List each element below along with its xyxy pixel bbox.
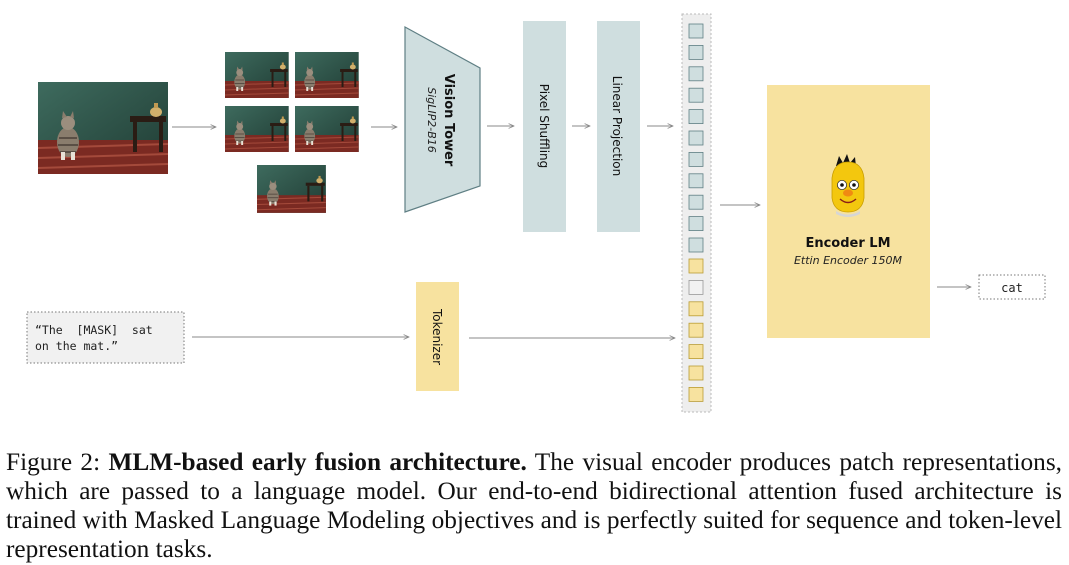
text-input-line-1: “The [MASK] sat — [35, 323, 153, 337]
vision-tower: Vision Tower SigLIP2-B16 — [404, 25, 481, 213]
text-token — [688, 386, 704, 402]
output-token-box: cat — [978, 274, 1046, 300]
text-input-box: “The [MASK] sat on the mat.” — [26, 311, 185, 364]
bert-mascot-icon — [831, 154, 865, 217]
image-token — [688, 194, 704, 210]
input-image — [37, 81, 169, 175]
text-token — [688, 322, 704, 338]
text-token — [688, 365, 704, 381]
image-token — [688, 216, 704, 232]
encoder-lm-block: Encoder LM Ettin Encoder 150M — [767, 85, 930, 338]
text-token — [688, 344, 704, 360]
pixel-shuffling-block: Pixel Shuffling — [523, 21, 566, 232]
caption-prefix: Figure 2: — [6, 448, 109, 476]
tokenizer-label: Tokenizer — [430, 308, 444, 365]
encoder-lm-title: Encoder LM — [805, 236, 890, 251]
token-sequence — [681, 13, 712, 413]
vision-tower-title: Vision Tower — [441, 74, 456, 167]
image-token — [688, 66, 704, 82]
architecture-diagram: Vision Tower SigLIP2-B16 Pixel Shuffling… — [26, 13, 1046, 413]
image-token — [688, 45, 704, 60]
vision-tower-subtitle: SigLIP2-B16 — [425, 87, 438, 153]
caption-body: The visual encoder produces patch repres… — [6, 448, 1062, 563]
linear-projection-block: Linear Projection — [597, 21, 640, 232]
image-token — [688, 173, 704, 189]
text-token — [688, 258, 704, 274]
image-token — [688, 87, 704, 103]
text-input-line-2: on the mat.” — [35, 339, 118, 353]
image-token — [688, 23, 704, 39]
image-token — [688, 130, 704, 146]
output-token-label: cat — [1001, 281, 1023, 295]
image-token — [688, 109, 704, 124]
image-tiles — [224, 51, 360, 214]
tokenizer-block: Tokenizer — [416, 282, 459, 391]
linear-projection-label: Linear Projection — [610, 76, 624, 176]
caption-bold: MLM-based early fusion architecture. — [108, 448, 527, 476]
text-token — [688, 301, 704, 317]
image-token — [688, 237, 704, 253]
masked-text-token — [688, 279, 704, 295]
image-token — [688, 151, 704, 167]
figure-caption: Figure 2: MLM-based early fusion archite… — [6, 448, 1062, 564]
encoder-lm-subtitle: Ettin Encoder 150M — [794, 254, 903, 267]
pixel-shuffling-label: Pixel Shuffling — [537, 84, 551, 169]
